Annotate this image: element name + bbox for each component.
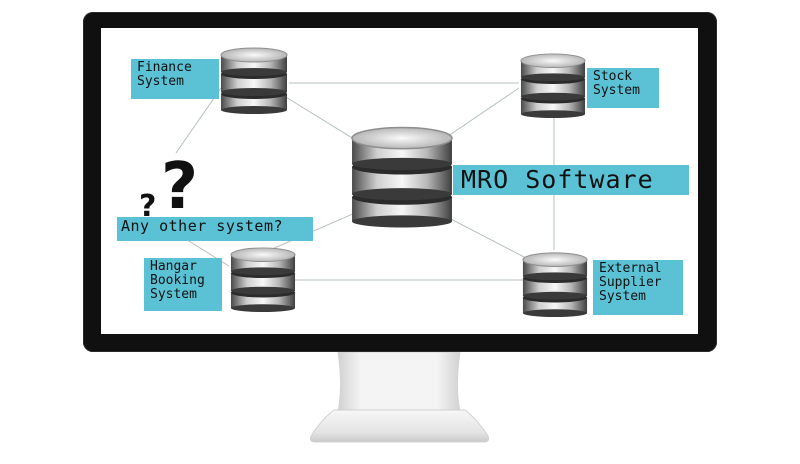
svg-text:?: ? — [161, 150, 198, 224]
hangar-booking-system-label: Hangar Booking System — [144, 258, 222, 311]
stock-system-label: Stock System — [587, 68, 659, 108]
mro-software-label: MRO Software — [453, 165, 689, 195]
question-mark-icon: ? ? — [139, 150, 198, 224]
database-icon-center — [351, 126, 453, 228]
svg-text:?: ? — [139, 189, 156, 224]
external-supplier-system-label: External Supplier System — [593, 260, 683, 315]
monitor-stand-base — [310, 409, 489, 443]
database-icon-finance — [220, 47, 288, 114]
monitor-screen: ? ? — [101, 28, 698, 334]
database-icon-hangar — [230, 247, 296, 312]
database-icon-stock — [520, 53, 586, 118]
database-icon-external — [522, 252, 588, 318]
any-other-system-label: Any other system? — [117, 217, 313, 241]
finance-system-label: Finance System — [131, 59, 219, 99]
